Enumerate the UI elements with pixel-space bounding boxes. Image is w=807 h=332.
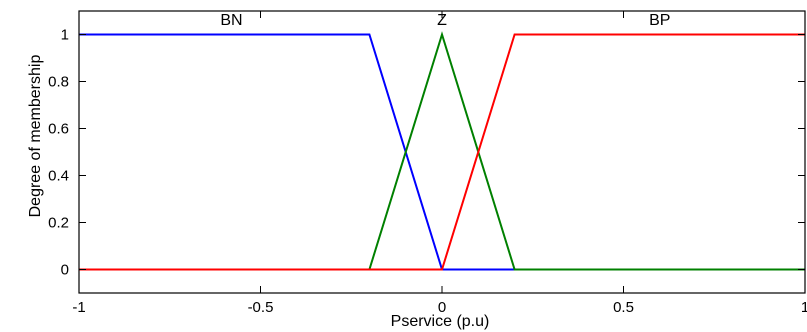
x-tick-label: 1 <box>801 299 807 316</box>
mf-label-bn: BN <box>220 12 242 29</box>
x-axis-label: Pservice (p.u) <box>391 313 490 330</box>
mf-label-bp: BP <box>649 12 670 29</box>
series-line-bn <box>79 33 805 271</box>
x-tick-label: 0.5 <box>613 299 634 316</box>
y-tick-label: 1 <box>61 27 69 44</box>
mf-label-z: Z <box>437 12 447 29</box>
x-tick-label: 0 <box>438 299 446 316</box>
y-tick-label: 0.2 <box>48 215 69 232</box>
y-tick-label: 0.4 <box>48 168 69 185</box>
x-tick-label: -1 <box>72 299 85 316</box>
y-tick-label: 0.8 <box>48 74 69 91</box>
plot-area: -1 -0.5 0 0.5 1 0 0.2 0.4 0.6 0.8 1 BN Z BP <box>48 10 807 316</box>
axes-box <box>78 10 806 294</box>
series-line-z <box>79 31 805 271</box>
y-tick-label: 0 <box>61 262 69 279</box>
y-tick-label: 0.6 <box>48 121 69 138</box>
y-axis-label: Degree of membership <box>27 55 44 218</box>
series-line-bp <box>79 33 805 271</box>
x-tick-label: -0.5 <box>248 299 274 316</box>
